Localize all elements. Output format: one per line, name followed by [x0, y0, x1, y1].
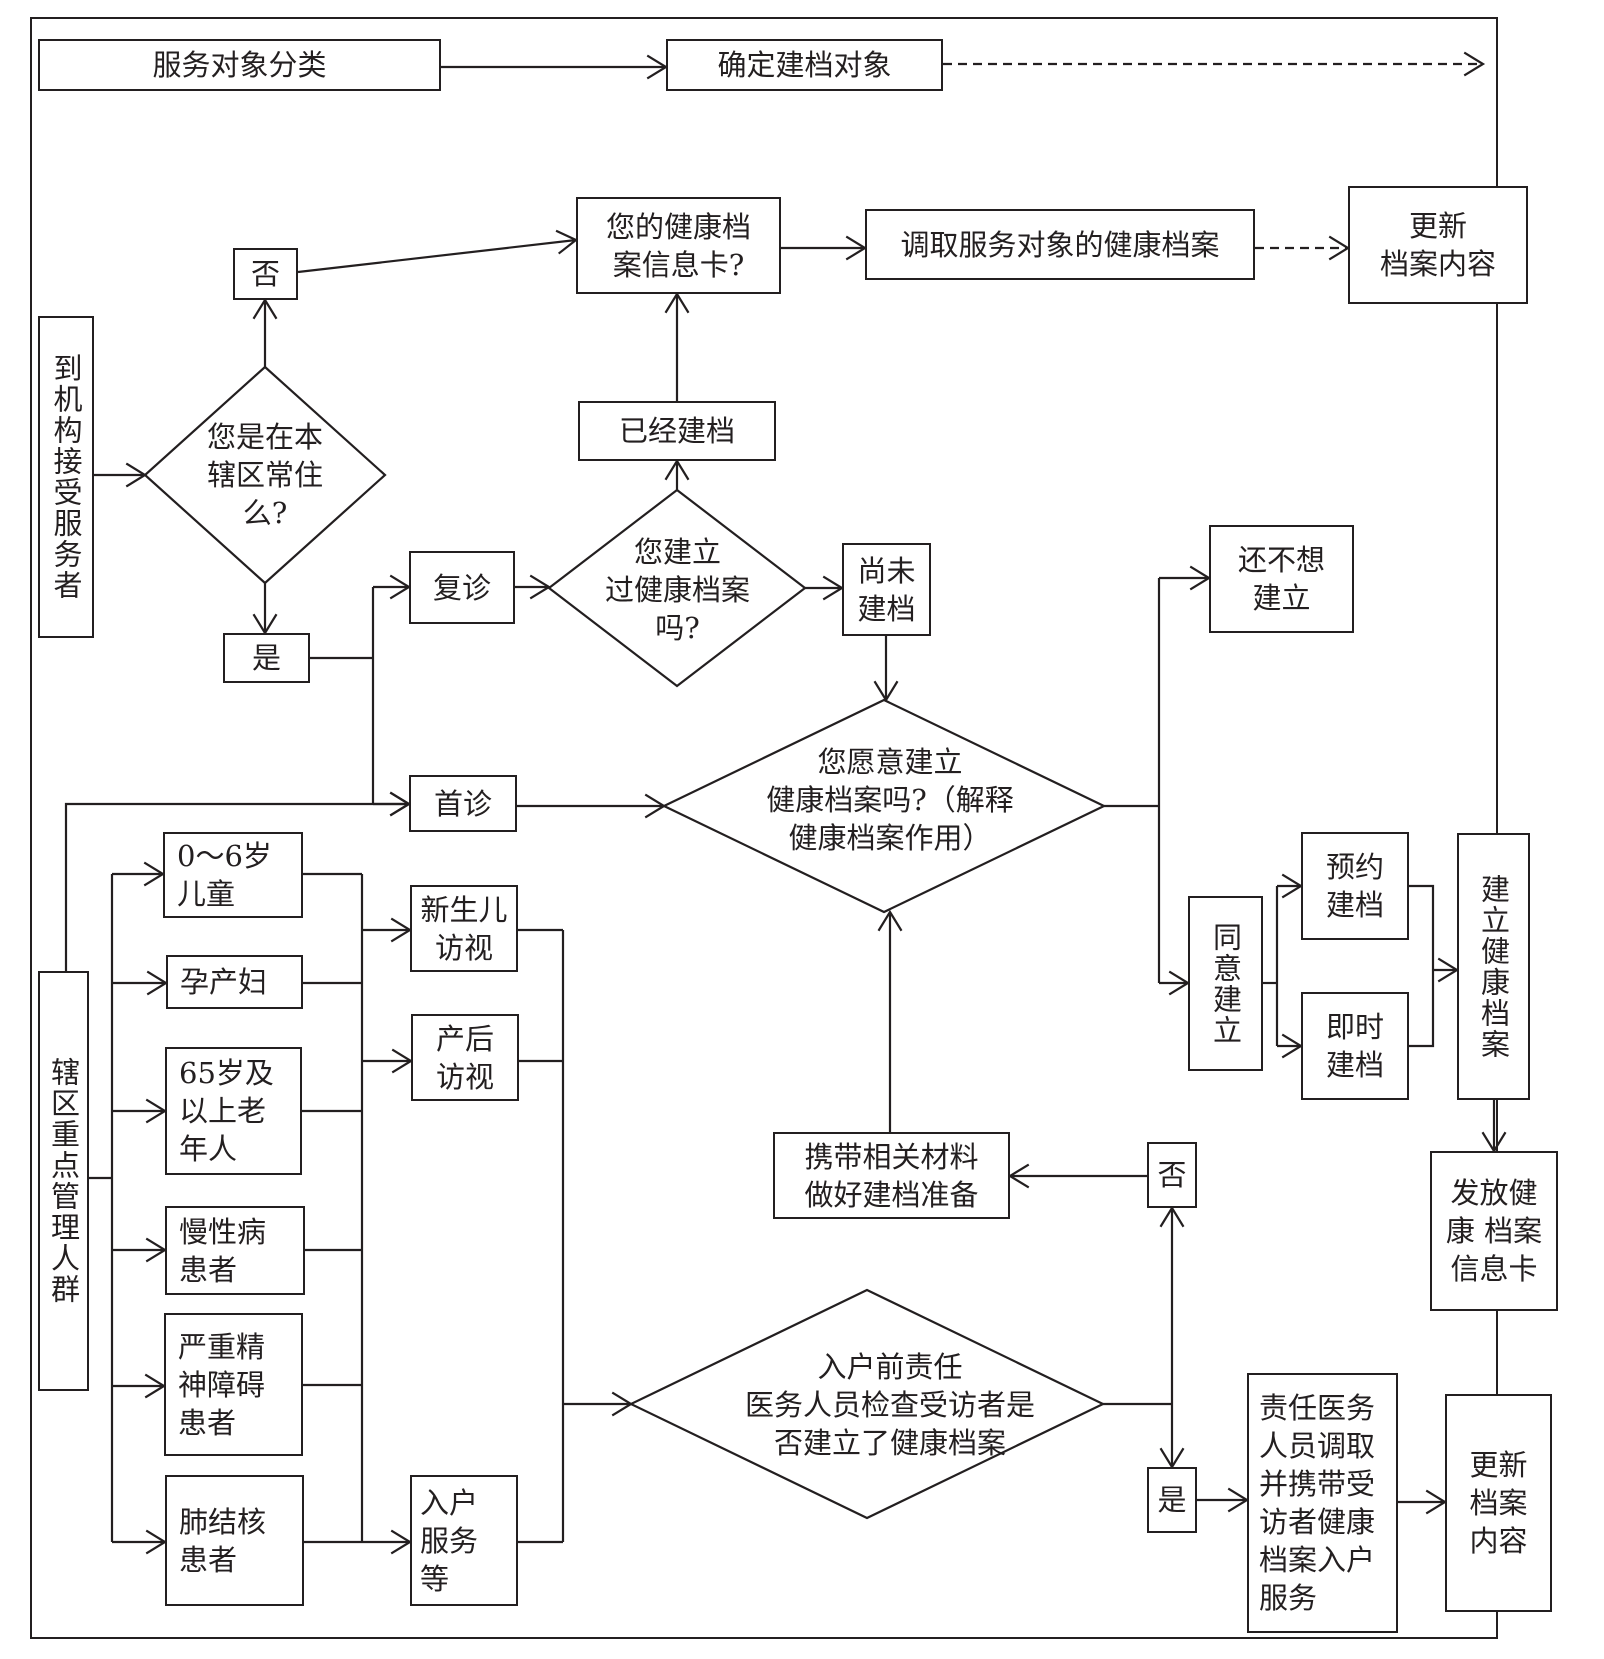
decision-diamond-willing: [661, 698, 1107, 914]
not-yet-built-box: 尚未 建档: [842, 543, 931, 636]
yes-top-label: 是: [223, 633, 310, 683]
arrowhead-icon: [877, 909, 903, 932]
arrive-box: 到机构接受服务者: [38, 316, 94, 638]
decision-diamond-home-check: [628, 1288, 1106, 1520]
arrowhead-icon: [125, 462, 148, 488]
classify-box: 服务对象分类: [38, 39, 441, 91]
appointment-box: 预约 建档: [1301, 832, 1409, 940]
arrowhead-icon: [1463, 51, 1486, 77]
connector-26: [1409, 884, 1435, 1048]
arrowhead-icon: [1159, 1205, 1185, 1228]
not-want-box: 还不想 建立: [1209, 525, 1354, 633]
update-top-box: 更新 档案内容: [1348, 186, 1528, 304]
arrowhead-icon: [1007, 1163, 1030, 1189]
group-tb: 肺结核 患者: [165, 1475, 304, 1606]
establish-record-box: 建立健康档案: [1457, 833, 1530, 1100]
no-top-label: 否: [233, 248, 298, 300]
group-chronic: 慢性病 患者: [165, 1206, 305, 1295]
update-bottom-box: 更新 档案 内容: [1445, 1394, 1552, 1612]
revisit-box: 复诊: [409, 551, 515, 624]
retrieve-record-box: 调取服务对象的健康档案: [865, 209, 1255, 280]
arrowhead-icon: [873, 680, 899, 703]
key-groups-box: 辖区重点管理人群: [38, 971, 89, 1391]
built-record-question: 您建立 过健康档案 吗?: [604, 535, 750, 645]
willing-question: 您愿意建立 健康档案吗?（解释 健康档案作用）: [766, 745, 1014, 855]
yes-bottom-label: 是: [1147, 1467, 1197, 1533]
arrowhead-icon: [252, 297, 278, 320]
group-elderly: 65岁及 以上老 年人: [165, 1047, 302, 1175]
connector-16: [64, 802, 409, 971]
group-mental: 严重精 神障碍 患者: [164, 1313, 303, 1456]
issue-card-box: 发放健康 档案 信息卡: [1430, 1151, 1558, 1311]
info-card-question-box: 您的健康档 案信息卡?: [576, 197, 781, 294]
prepare-materials-box: 携带相关材料 做好建档准备: [773, 1132, 1010, 1219]
home-service-box: 入户 服务 等: [410, 1475, 518, 1606]
group-children: 0～6岁 儿童: [163, 832, 303, 918]
first-visit-box: 首诊: [409, 775, 517, 832]
group-pregnant: 孕产妇: [166, 955, 303, 1009]
determine-box: 确定建档对象: [666, 39, 943, 91]
staff-retrieve-box: 责任医务 人员调取 并携带受 访者健康 档案入户 服务: [1247, 1373, 1398, 1633]
no-bottom-label: 否: [1147, 1142, 1197, 1208]
arrowhead-icon: [611, 1391, 634, 1417]
immediate-box: 即时 建档: [1301, 992, 1409, 1100]
arrowhead-icon: [664, 458, 690, 481]
arrowhead-icon: [529, 574, 552, 600]
arrowhead-icon: [664, 291, 690, 314]
resident-question: 您是在本 辖区常住 么?: [206, 420, 323, 530]
agree-box: 同意建立: [1188, 896, 1263, 1071]
postpartum-visit-box: 产后 访视: [411, 1014, 519, 1101]
decision-diamond-built: [547, 488, 807, 688]
home-check-question: 入户前责任 医务人员检查受访者是 否建立了健康档案: [744, 1350, 1035, 1460]
arrowhead-icon: [644, 793, 667, 819]
newborn-visit-box: 新生儿 访视: [410, 885, 518, 972]
outer-frame: [30, 17, 1498, 1639]
connector-5: [297, 238, 577, 274]
already-built-box: 已经建档: [578, 401, 776, 461]
